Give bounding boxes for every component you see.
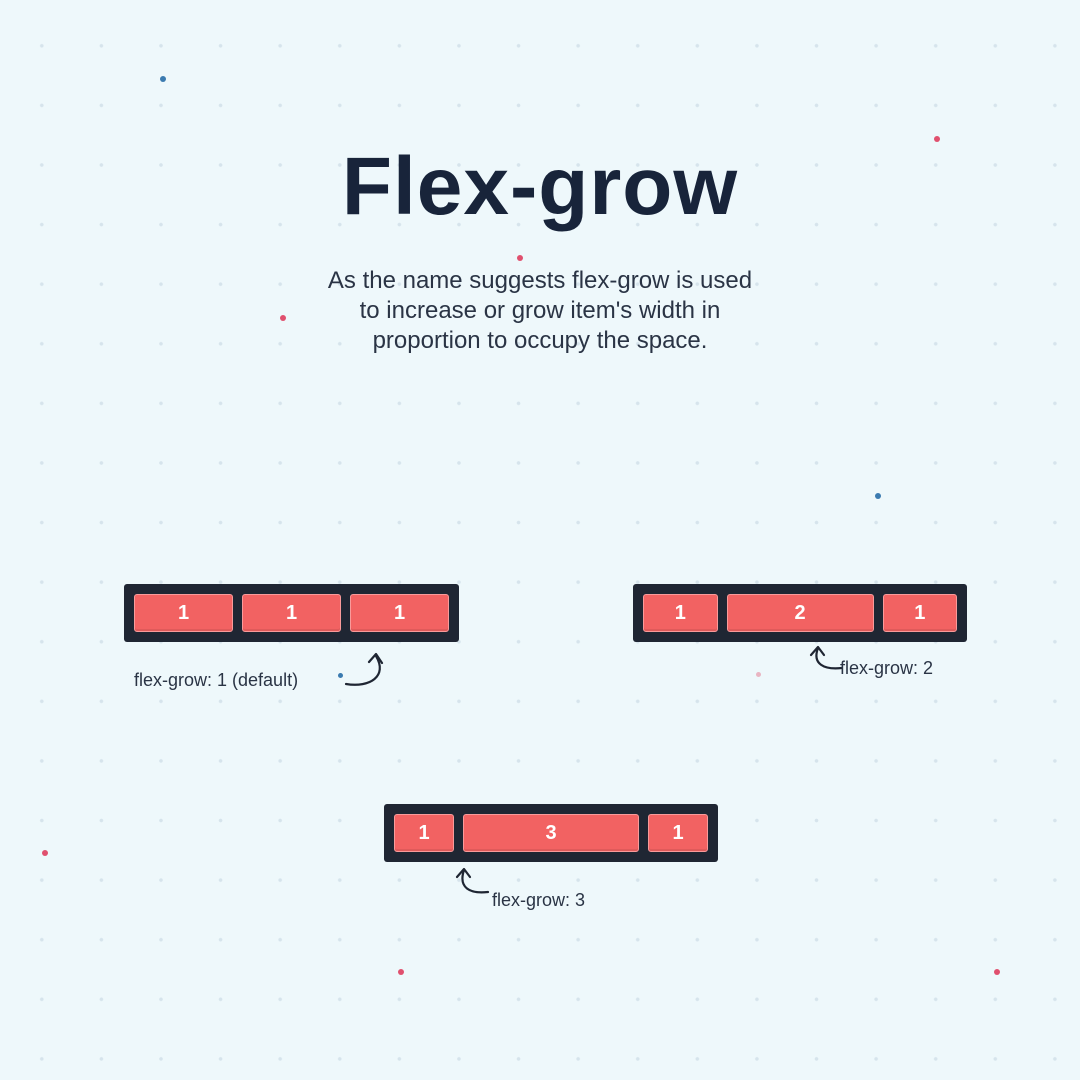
caption-default: flex-grow: 1 (default) [134,670,299,690]
decorative-dot [338,673,343,678]
flex-item: 1 [643,594,718,632]
flex-item: 1 [242,594,341,632]
decorative-dot [756,672,761,677]
decorative-dot [517,255,523,261]
description: As the name suggests flex-grow is used t… [280,266,800,356]
caption-grow-3: flex-grow: 3 [492,890,586,910]
flex-item: 1 [134,594,233,632]
decorative-dot [875,493,881,499]
flex-container-grow-3: 1 3 1 [384,804,718,862]
flex-container-default: 1 1 1 [124,584,459,642]
flex-item: 1 [882,594,957,632]
curved-arrow-icon [809,645,844,670]
decorative-dot [934,136,940,142]
caption-grow-2: flex-grow: 2 [840,658,934,678]
curved-arrow-icon [455,867,490,894]
flex-item: 1 [394,814,454,852]
curved-arrow-icon [344,652,384,686]
description-line: to increase or grow item's width in [359,297,721,324]
decorative-dot [280,315,286,321]
flex-item: 3 [463,814,639,852]
decorative-dot [398,969,404,975]
description-line: As the name suggests flex-grow is used [327,267,753,294]
decorative-dot [994,969,1000,975]
flex-item: 2 [726,594,874,632]
flex-container-grow-2: 1 2 1 [633,584,967,642]
description-line: proportion to occupy the space. [372,327,708,354]
flex-item: 1 [350,594,449,632]
page-title: Flex-grow [341,141,739,232]
decorative-dot [42,850,48,856]
flex-item: 1 [648,814,708,852]
decorative-dot [160,76,166,82]
